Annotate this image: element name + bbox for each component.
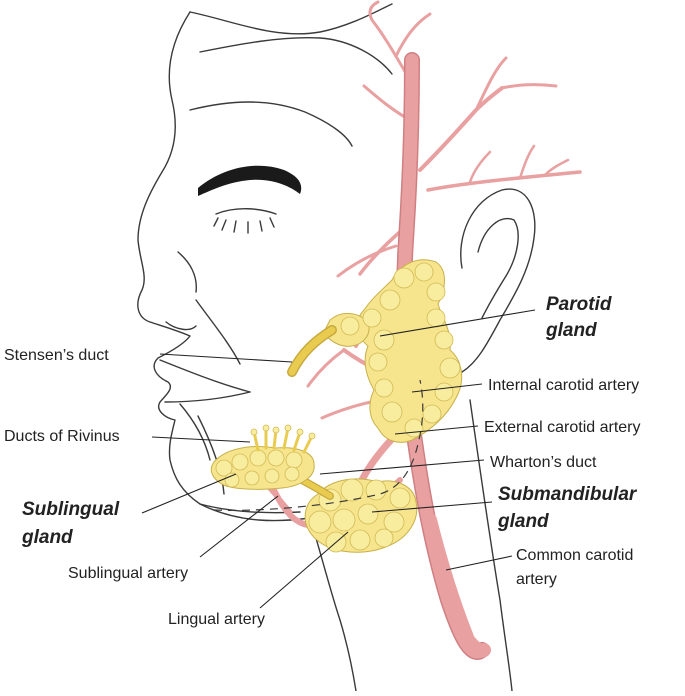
mandible-dashed-line (213, 379, 424, 511)
neck-back (469, 399, 513, 692)
labels: Parotid gland Stensen’s duct Internal ca… (4, 294, 641, 628)
eyebrow (198, 165, 302, 196)
tooth-line (197, 415, 225, 495)
face-profile (137, 11, 311, 522)
label-external-carotid-artery: External carotid artery (484, 419, 641, 436)
label-submandibular-gland-line2: gland (497, 511, 549, 532)
lashes (213, 217, 275, 234)
ear-outer (429, 188, 536, 377)
neck-front (309, 517, 357, 692)
label-ducts-of-rivinus: Ducts of Rivinus (4, 428, 120, 445)
label-whartons-duct: Wharton’s duct (490, 454, 597, 471)
label-sublingual-gland-line2: gland (21, 527, 73, 548)
label-sublingual-artery: Sublingual artery (68, 565, 188, 582)
label-parotid-gland-line1: Parotid (546, 294, 612, 315)
skull-top (189, 3, 393, 35)
label-lingual-artery: Lingual artery (168, 611, 265, 628)
hair-line (199, 37, 393, 75)
eyelid (215, 208, 277, 215)
chin-line (179, 403, 211, 461)
cheek-line (195, 299, 241, 365)
sublingual-gland-shape (210, 424, 316, 490)
ear-inner (477, 217, 519, 319)
label-internal-carotid-artery: Internal carotid artery (488, 377, 639, 394)
common-carotid-artery-vessel (423, 513, 491, 658)
upper-lip (159, 359, 251, 393)
label-sublingual-gland-line1: Sublingual (22, 499, 120, 520)
brow-line (189, 101, 353, 147)
ducts-of-rivinus-shape (250, 424, 316, 454)
lower-lip (164, 391, 251, 403)
label-common-carotid-artery-line1: Common carotid (516, 547, 633, 564)
label-submandibular-gland-line1: Submandibular (498, 484, 638, 505)
head-outline (137, 3, 536, 692)
label-parotid-gland-line2: gland (545, 320, 597, 341)
nose-bridge (177, 251, 197, 293)
stensens-duct-shape (287, 325, 337, 377)
label-common-carotid-artery-line2: artery (516, 571, 557, 588)
eye (198, 165, 302, 234)
nostril (165, 321, 197, 331)
label-stensens-duct: Stensen’s duct (4, 347, 109, 364)
leader-lines (141, 309, 536, 609)
